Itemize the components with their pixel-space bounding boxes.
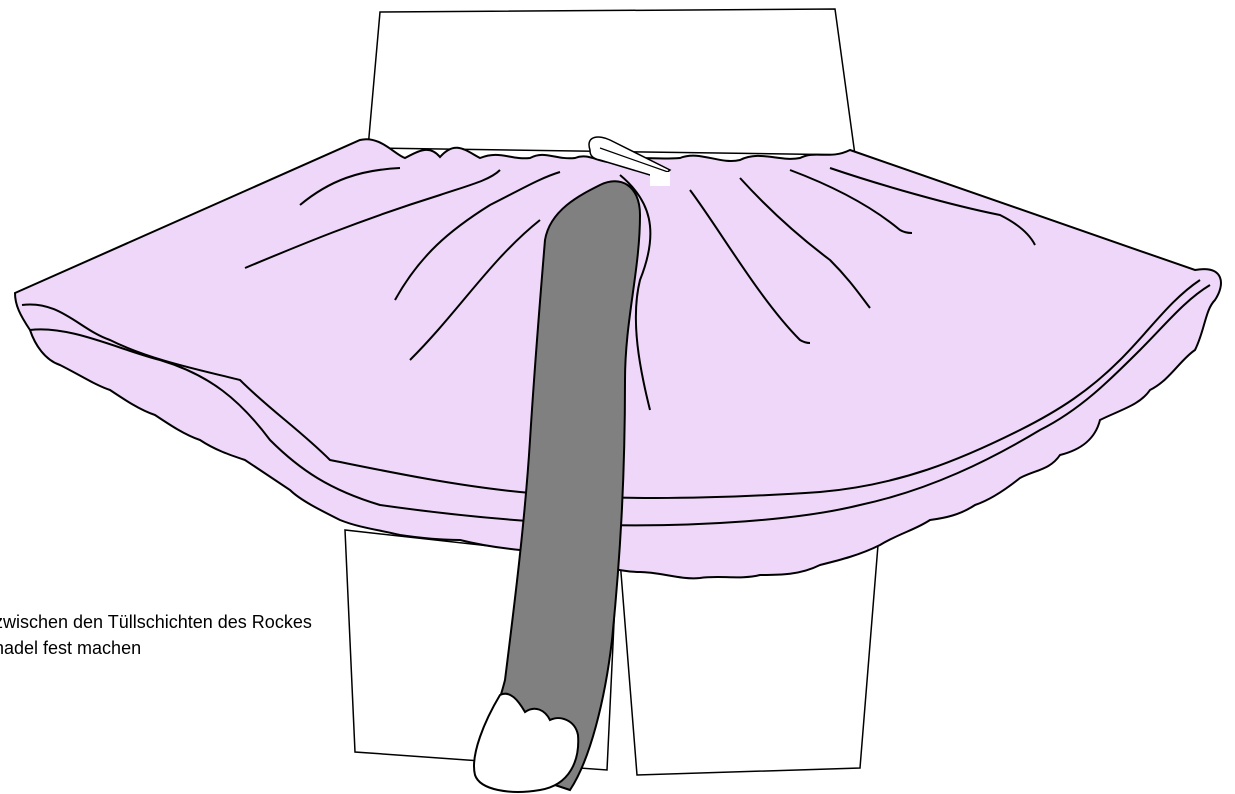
right-leg [620, 545, 878, 775]
caption-line-1: zwischen den Tüllschichten des Rockes [0, 612, 312, 632]
torso-panel [368, 9, 855, 155]
caption-line-2: nadel fest machen [0, 638, 141, 658]
